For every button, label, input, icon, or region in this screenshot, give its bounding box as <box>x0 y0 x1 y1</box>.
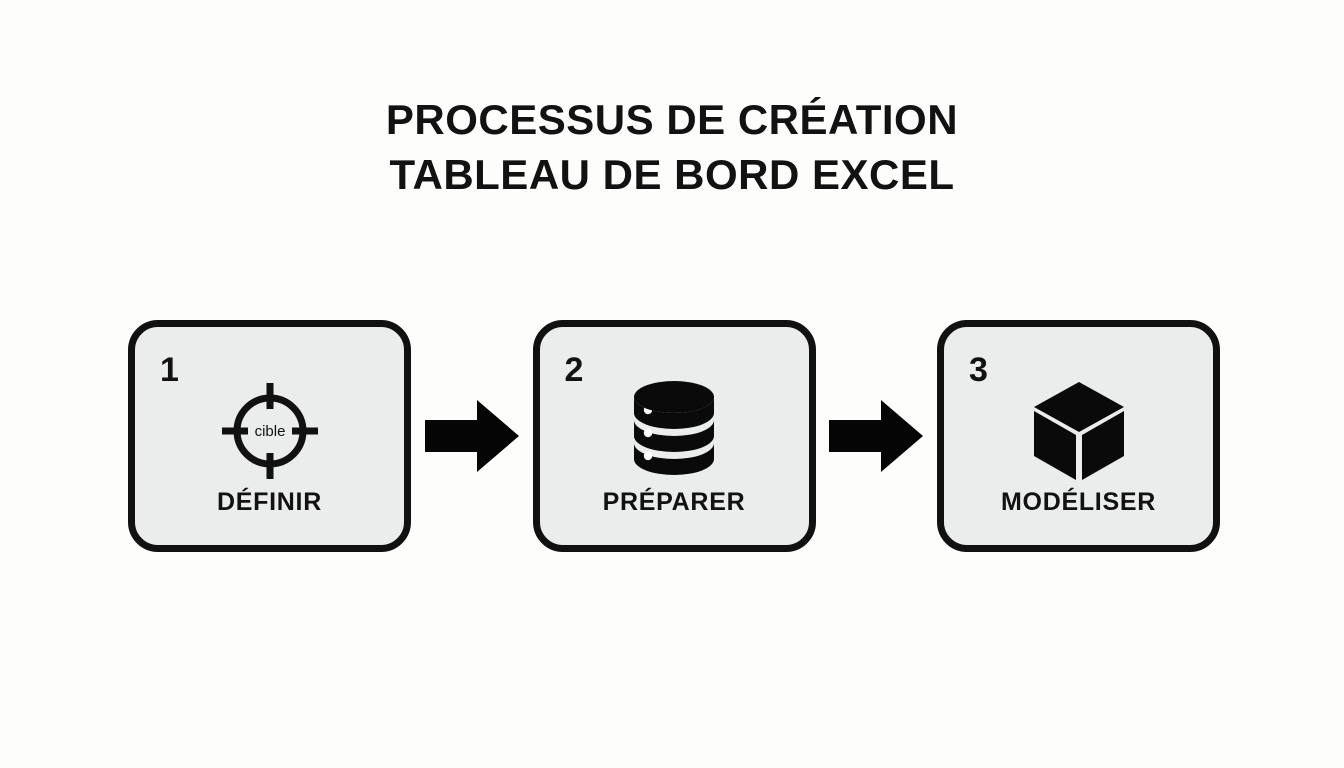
step-number: 2 <box>564 351 584 389</box>
page-title-line-2: TABLEAU DE BORD EXCEL <box>389 151 955 199</box>
step-label: PRÉPARER <box>602 488 746 516</box>
arrow-step1-to-step2 <box>422 393 522 479</box>
step-card-definir[interactable]: 1 cible DÉFINIR <box>128 320 411 552</box>
process-flow: 1 cible DÉFINIR 2 <box>128 320 1220 552</box>
3d-cube-icon <box>944 375 1213 487</box>
database-cylinder-icon <box>540 375 809 487</box>
arrow-step2-to-step3 <box>826 393 926 479</box>
target-crosshair-icon: cible <box>135 375 404 487</box>
step-card-preparer[interactable]: 2 PRÉPARER <box>532 320 816 552</box>
step-number: 3 <box>969 351 988 389</box>
page-title: PROCESSUS DE CRÉATION TABLEAU DE BORD EX… <box>0 92 1344 203</box>
target-inner-label: cible <box>254 423 285 440</box>
step-number: 1 <box>160 351 179 389</box>
step-card-modeliser[interactable]: 3 MODÉLISER <box>937 320 1220 552</box>
step-label: MODÉLISER <box>1001 488 1156 516</box>
step-label: DÉFINIR <box>217 488 322 516</box>
page-title-line-1: PROCESSUS DE CRÉATION <box>385 96 959 143</box>
